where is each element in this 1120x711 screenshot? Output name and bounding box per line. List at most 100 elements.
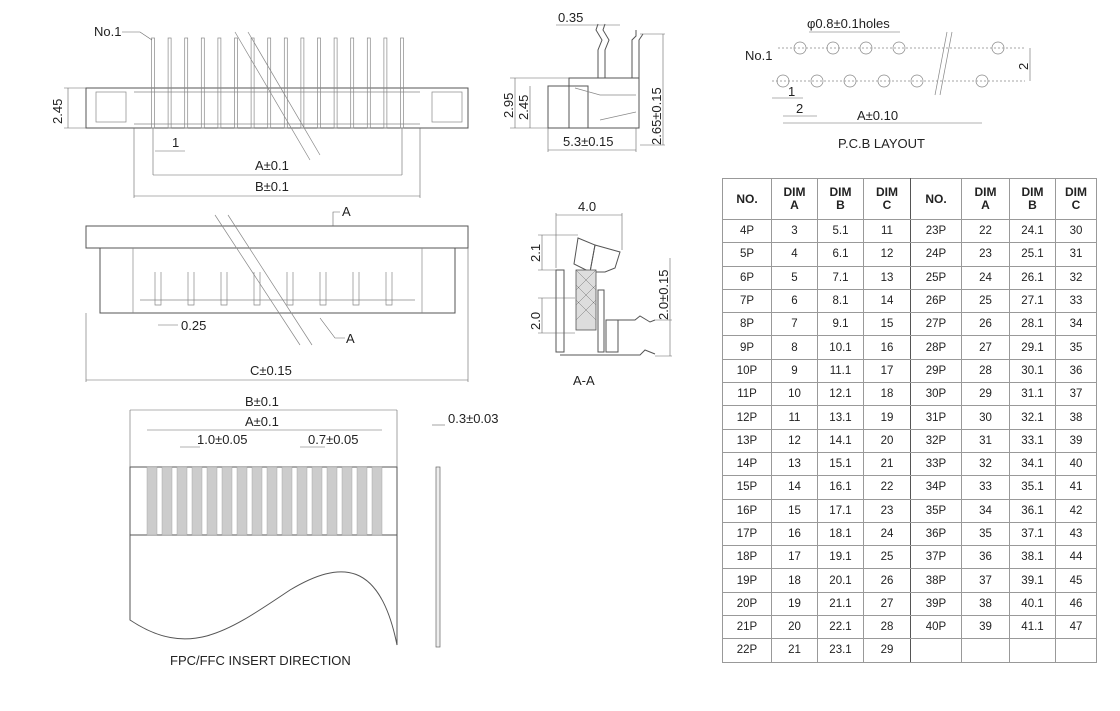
- table-cell: 30.1: [1009, 358, 1056, 384]
- pitch2-dim: 2: [796, 101, 803, 116]
- table-cell: 18P: [722, 545, 772, 570]
- table-cell: 35: [961, 521, 1010, 547]
- header-line: B: [836, 198, 845, 212]
- table-cell: 5P: [722, 242, 772, 267]
- table-cell: 27: [863, 591, 911, 617]
- table-cell: 6: [771, 288, 818, 314]
- table-cell: 46: [1055, 591, 1097, 617]
- table-cell: 30: [1055, 218, 1097, 244]
- fpc-a-dim: A±0.1: [245, 414, 279, 429]
- table-cell: 47: [1055, 615, 1097, 640]
- table-cell: 29P: [910, 358, 962, 384]
- table-cell: 40.1: [1009, 591, 1056, 617]
- lower-dim: 2.0: [528, 312, 543, 330]
- contact-pins: [151, 37, 404, 129]
- pcb-hole: [793, 41, 807, 55]
- table-cell: 27: [961, 335, 1010, 360]
- header-line: DIM: [974, 185, 997, 199]
- table-cell: 26.1: [1009, 265, 1056, 290]
- table-cell: 14: [771, 475, 818, 500]
- pcb-a-dim: A±0.10: [857, 108, 898, 123]
- table-cell: 20: [863, 428, 911, 453]
- table-cell: 26: [961, 312, 1010, 337]
- table-cell: 12: [771, 428, 818, 453]
- table-cell: 5.1: [817, 218, 864, 244]
- table-cell: 39.1: [1009, 568, 1056, 593]
- table-cell: 42: [1055, 498, 1097, 523]
- table-cell: 13.1: [817, 405, 864, 430]
- table-cell: 8.1: [817, 288, 864, 314]
- front-contacts: [154, 272, 393, 306]
- table-cell: 22P: [722, 638, 772, 663]
- table-cell: 25: [961, 288, 1010, 314]
- pcb-holes: [776, 41, 1005, 88]
- top-view: No.1 2.45 1 A±0.1 B±0.1: [50, 24, 469, 198]
- table-cell: 36: [1055, 358, 1097, 384]
- table-cell: 30: [961, 405, 1010, 430]
- pcb-hole: [810, 74, 824, 88]
- pcb-hole: [859, 41, 873, 55]
- table-cell: 25.1: [1009, 242, 1056, 267]
- fpc-conductor: [206, 466, 218, 536]
- table-cell: [1009, 638, 1056, 663]
- table-cell: 15P: [722, 475, 772, 500]
- table-cell: [910, 638, 962, 663]
- contact-pin: [151, 37, 155, 129]
- table-header: NO.: [910, 178, 962, 220]
- header-line: NO.: [925, 191, 947, 206]
- table-cell: 18: [863, 382, 911, 407]
- contact-pin: [317, 37, 321, 129]
- contact-pin: [217, 37, 222, 129]
- section-view: 4.0 2.1 2.0 2.0±0.15 A-A: [528, 199, 672, 388]
- table-cell: 23: [863, 498, 911, 523]
- table-cell: 39: [961, 615, 1010, 640]
- contact: [385, 272, 393, 306]
- table-cell: 5: [771, 265, 818, 290]
- table-cell: 27.1: [1009, 288, 1056, 314]
- table-cell: 23: [961, 242, 1010, 267]
- fpc-conductor: [281, 466, 293, 536]
- table-cell: 17.1: [817, 498, 864, 523]
- table-cell: 33P: [910, 451, 962, 477]
- section-title: A-A: [573, 373, 595, 388]
- table-cell: 40: [1055, 451, 1097, 477]
- header-line: B: [1028, 198, 1037, 212]
- table-header: NO.: [722, 178, 772, 220]
- table-cell: 20.1: [817, 568, 864, 593]
- pitch-dim: 1: [172, 135, 179, 150]
- table-cell: 31P: [910, 405, 962, 430]
- table-cell: 28P: [910, 335, 962, 360]
- pitch1-dim: 1: [788, 84, 795, 99]
- pcb-title: P.C.B LAYOUT: [838, 136, 925, 151]
- fpc-view: B±0.1 A±0.1 1.0±0.05 0.7±0.05 0.3±0.03 F…: [129, 394, 499, 668]
- table-cell: 33: [1055, 288, 1097, 314]
- table-cell: 9: [771, 358, 818, 384]
- contact-pin: [350, 37, 355, 129]
- contact-pin: [184, 37, 189, 129]
- table-cell: 28.1: [1009, 312, 1056, 337]
- table-cell: 21.1: [817, 591, 864, 617]
- pcb-hole: [892, 41, 906, 55]
- total-height-dim: 2.65±0.15: [649, 87, 664, 145]
- contact-pin: [400, 37, 404, 129]
- table-cell: 8: [771, 335, 818, 360]
- pcb-hole: [776, 74, 790, 88]
- table-cell: 24.1: [1009, 218, 1056, 244]
- table-cell: 31: [961, 428, 1010, 453]
- table-cell: 21P: [722, 615, 772, 640]
- table-cell: 14.1: [817, 428, 864, 453]
- contact-pin: [383, 37, 388, 129]
- table-cell: 39P: [910, 591, 962, 617]
- fpc-conductor: [221, 466, 233, 536]
- height-dim: 2.45: [50, 99, 65, 124]
- table-cell: 34: [961, 498, 1010, 523]
- table-cell: 11: [863, 218, 911, 244]
